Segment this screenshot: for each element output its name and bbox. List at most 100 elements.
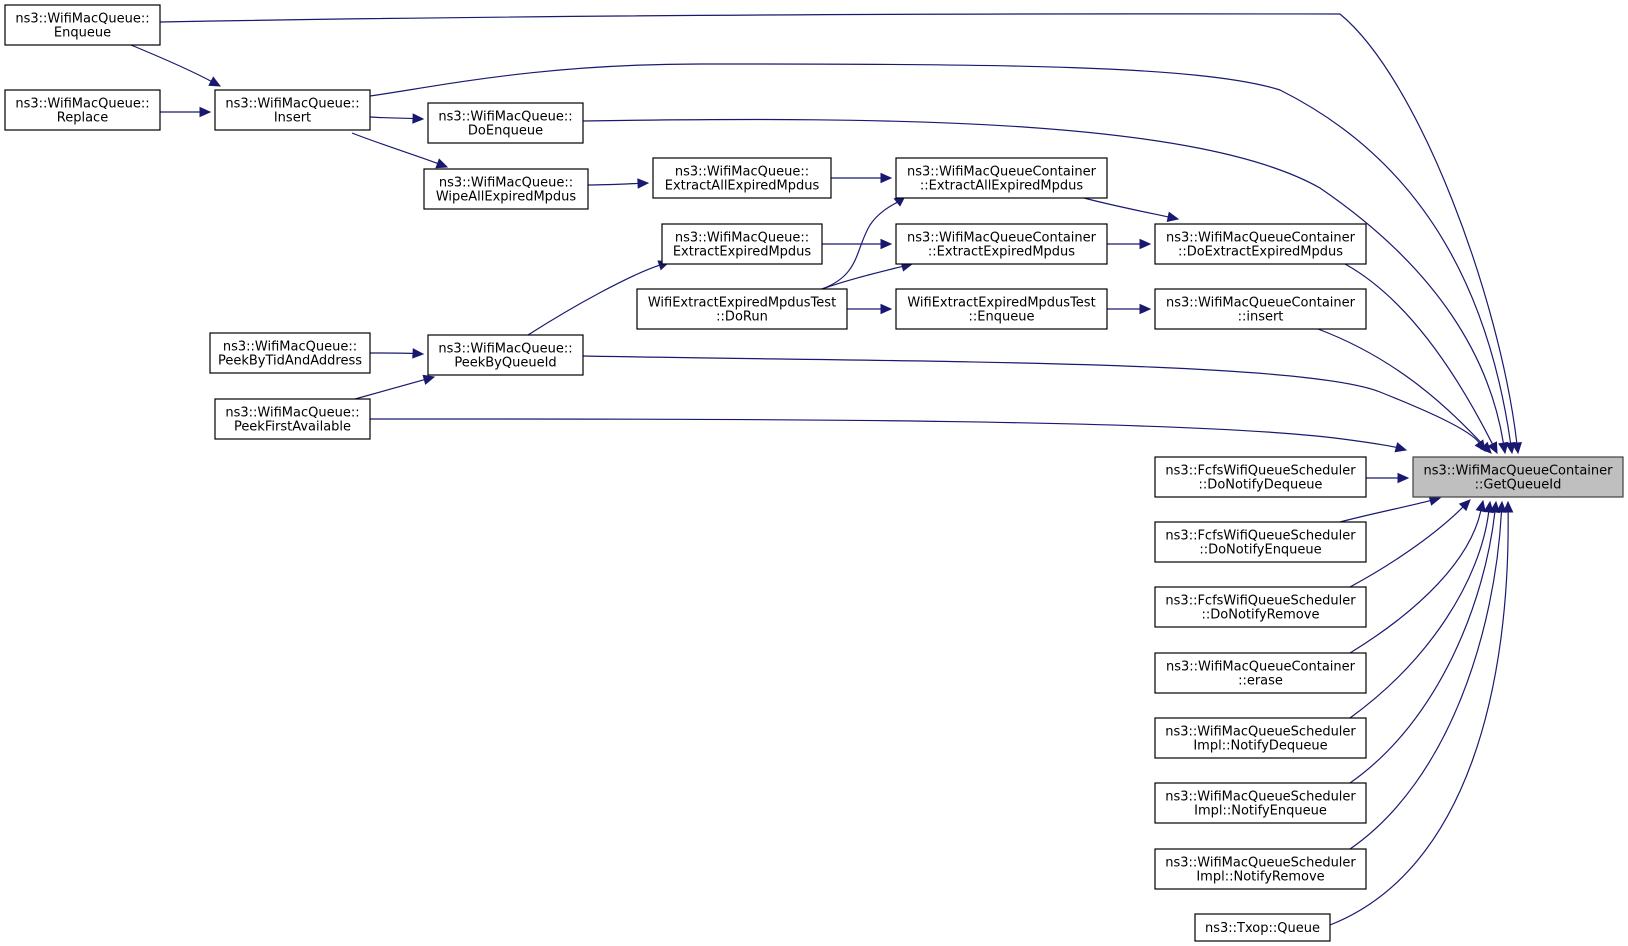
caller-node[interactable]: ns3::WifiMacQueueContainer::erase [1154, 652, 1367, 694]
caller-node[interactable]: ns3::FcfsWifiQueueScheduler::DoNotifyEnq… [1154, 521, 1367, 563]
caller-node[interactable]: ns3::WifiMacQueueContainer::DoExtractExp… [1154, 223, 1367, 265]
edge-line [582, 355, 1480, 444]
node-label-line: ns3::FcfsWifiQueueScheduler [1165, 594, 1356, 609]
node-label-line: ns3::WifiMacQueue:: [15, 12, 149, 27]
edge-line [1083, 197, 1169, 218]
arrowhead-icon [1496, 500, 1507, 513]
edge-n_c_erase-to-n_target [1349, 499, 1486, 654]
node-label-line: WifiExtractExpiredMpdusTest [648, 296, 836, 311]
caller-node[interactable]: ns3::WifiMacQueue::PeekByTidAndAddress [209, 332, 371, 374]
edge-line [1349, 511, 1496, 784]
edge-line [821, 201, 898, 290]
caller-node[interactable]: ns3::WifiMacQueueContainer::insert [1154, 288, 1367, 330]
node-label-line: Impl::NotifyEnqueue [1194, 804, 1327, 819]
arrowhead-icon [1502, 500, 1514, 513]
node-box [895, 223, 1108, 265]
arrowhead-icon [199, 106, 212, 118]
caller-node[interactable]: ns3::Txop::Queue [1194, 913, 1331, 942]
edge-line [1349, 506, 1464, 588]
node-label-line: ::ExtractAllExpiredMpdus [920, 179, 1083, 194]
caller-node[interactable]: ns3::WifiMacQueue::DoEnqueue [427, 102, 584, 144]
edge-line [587, 182, 639, 186]
edge-n_insert-to-n_target [369, 63, 1516, 455]
caller-node[interactable]: ns3::WifiMacQueue::ExtractAllExpiredMpdu… [652, 157, 832, 199]
node-label-line: PeekFirstAvailable [234, 420, 351, 435]
edge-n_test_enqueue-to-n_c_insert [1107, 303, 1152, 315]
edge-line [159, 13, 1518, 444]
caller-node[interactable]: WifiExtractExpiredMpdusTest::DoRun [636, 288, 848, 330]
arrowhead-icon [880, 303, 893, 315]
target-node[interactable]: ns3::WifiMacQueueContainer::GetQueueId [1412, 456, 1624, 498]
node-label-line: Enqueue [54, 26, 111, 41]
node-label-line: ExtractExpiredMpdus [673, 245, 812, 260]
node-box [1154, 717, 1367, 759]
node-label-line: DoEnqueue [468, 124, 543, 139]
caller-node[interactable]: ns3::WifiMacQueue::Enqueue [4, 4, 161, 46]
node-box [4, 4, 161, 46]
node-label-line: WifiExtractExpiredMpdusTest [907, 296, 1095, 311]
caller-node[interactable]: ns3::WifiMacQueueSchedulerImpl::NotifyDe… [1154, 717, 1367, 759]
arrowhead-icon [1498, 441, 1509, 455]
edge-n_insert-to-n_doenqueue [369, 113, 425, 124]
caller-node[interactable]: ns3::FcfsWifiQueueScheduler::DoNotifyDeq… [1154, 456, 1367, 498]
edge-line [821, 265, 903, 290]
node-box [1194, 913, 1331, 942]
edge-line [1339, 499, 1431, 523]
arrowhead-icon [637, 178, 650, 189]
arrowhead-icon [1139, 238, 1152, 250]
node-label-line: ::GetQueueId [1475, 478, 1562, 493]
edge-n_wipe-to-n_q_extractall [587, 178, 650, 189]
node-box [427, 102, 584, 144]
caller-node[interactable]: ns3::WifiMacQueue::PeekFirstAvailable [214, 398, 371, 440]
node-box [427, 334, 584, 376]
node-label-line: ns3::WifiMacQueue:: [438, 342, 572, 357]
node-label-line: ns3::FcfsWifiQueueScheduler [1165, 529, 1356, 544]
arrowhead-icon [1505, 441, 1516, 455]
caller-node[interactable]: ns3::WifiMacQueue::WipeAllExpiredMpdus [423, 168, 589, 210]
caller-node[interactable]: ns3::WifiMacQueue::Insert [214, 89, 371, 131]
node-box [636, 288, 848, 330]
caller-node[interactable]: WifiExtractExpiredMpdusTest::Enqueue [895, 288, 1108, 330]
edge-n_peekbyqueue-to-n_target [582, 355, 1486, 452]
node-label-line: ExtractAllExpiredMpdus [665, 179, 820, 194]
caller-node[interactable]: ns3::FcfsWifiQueueScheduler::DoNotifyRem… [1154, 586, 1367, 628]
edge-n_doenqueue-to-n_target [582, 118, 1509, 455]
node-label-line: ns3::WifiMacQueue:: [15, 97, 149, 112]
node-label-line: ::Enqueue [969, 310, 1035, 325]
edge-n_c_doextract-to-n_target [1344, 263, 1498, 455]
node-label-line: ::erase [1238, 674, 1283, 689]
node-label-line: ns3::WifiMacQueueContainer [907, 165, 1097, 180]
node-box [214, 398, 371, 440]
node-label-line: ns3::WifiMacQueue:: [675, 165, 809, 180]
node-label-line: ::DoNotifyEnqueue [1199, 543, 1321, 558]
caller-node[interactable]: ns3::WifiMacQueueSchedulerImpl::NotifyEn… [1154, 782, 1367, 824]
caller-node[interactable]: ns3::WifiMacQueueSchedulerImpl::NotifyRe… [1154, 848, 1367, 890]
node-label-line: ns3::WifiMacQueue:: [439, 176, 573, 191]
node-box [1154, 288, 1367, 330]
edge-n_q_extractall-to-n_c_extractall [831, 172, 893, 184]
node-label-line: ::insert [1238, 310, 1284, 325]
arrowhead-icon [1394, 442, 1408, 453]
edge-n_peekfirst-to-n_peekbyqueue [354, 374, 436, 400]
node-label-line: ::DoNotifyRemove [1202, 608, 1320, 623]
node-label-line: ns3::WifiMacQueue:: [675, 231, 809, 246]
node-label-line: ::DoRun [716, 310, 768, 325]
node-box [661, 223, 823, 265]
node-label-line: ns3::WifiMacQueue:: [225, 406, 359, 421]
caller-node[interactable]: ns3::WifiMacQueue::PeekByQueueId [427, 334, 584, 376]
edge-n_peekfirst-to-n_target [369, 418, 1408, 453]
edge-n_sched_enq-to-n_target [1349, 500, 1501, 784]
node-label-line: ::DoExtractExpiredMpdus [1178, 245, 1343, 260]
node-label-line: ns3::WifiMacQueue:: [225, 97, 359, 112]
node-label-line: ::ExtractExpiredMpdus [928, 245, 1075, 260]
caller-node[interactable]: ns3::WifiMacQueueContainer::ExtractExpir… [895, 223, 1108, 265]
edge-n_sched_rem-to-n_target [1349, 500, 1507, 850]
edge-line [1344, 263, 1494, 445]
edge-line [1317, 328, 1485, 447]
caller-node[interactable]: ns3::WifiMacQueueContainer::ExtractAllEx… [895, 157, 1108, 199]
node-box [1154, 586, 1367, 628]
caller-node[interactable]: ns3::WifiMacQueue::Replace [4, 89, 161, 131]
caller-node[interactable]: ns3::WifiMacQueue::ExtractExpiredMpdus [661, 223, 823, 265]
edge-line [1329, 511, 1509, 926]
